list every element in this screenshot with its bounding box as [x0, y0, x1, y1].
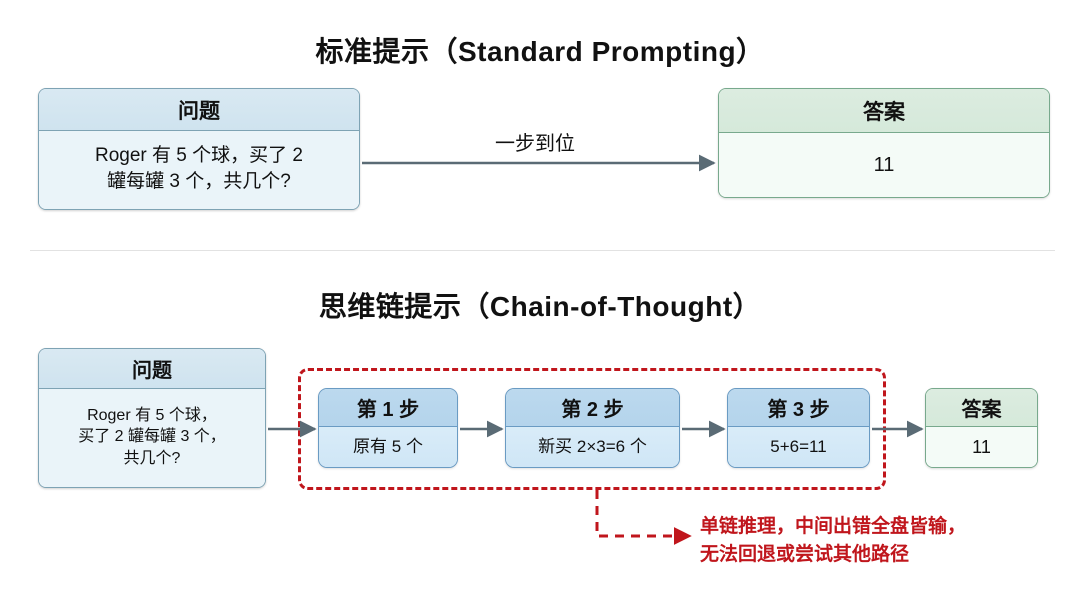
answer-card-standard-body: 11 — [719, 133, 1049, 197]
step-card-1-header: 第 1 步 — [319, 389, 457, 427]
callout-leader-cot-warning — [595, 490, 692, 545]
step-card-1-body: 原有 5 个 — [319, 427, 457, 467]
question-card-cot: 问题 Roger 有 5 个球， 买了 2 罐每罐 3 个， 共几个? — [38, 348, 266, 488]
step-card-2-body: 新买 2×3=6 个 — [506, 427, 679, 467]
step-card-3-body: 5+6=11 — [728, 427, 869, 467]
question-card-standard: 问题 Roger 有 5 个球，买了 2 罐每罐 3 个，共几个? — [38, 88, 360, 210]
step-card-2: 第 2 步 新买 2×3=6 个 — [505, 388, 680, 468]
question-card-standard-header: 问题 — [39, 89, 359, 131]
section-divider — [30, 250, 1055, 251]
step-card-3: 第 3 步 5+6=11 — [727, 388, 870, 468]
section-title-standard: 标准提示（Standard Prompting） — [315, 36, 765, 67]
question-card-cot-body: Roger 有 5 个球， 买了 2 罐每罐 3 个， 共几个? — [39, 389, 265, 487]
question-card-cot-header: 问题 — [39, 349, 265, 389]
answer-card-cot-body: 11 — [926, 427, 1037, 467]
step-card-3-header: 第 3 步 — [728, 389, 869, 427]
question-card-standard-body: Roger 有 5 个球，买了 2 罐每罐 3 个，共几个? — [39, 131, 359, 209]
step-card-2-header: 第 2 步 — [506, 389, 679, 427]
answer-card-standard: 答案 11 — [718, 88, 1050, 198]
step-card-1: 第 1 步 原有 5 个 — [318, 388, 458, 468]
cot-warning-annotation: 单链推理，中间出错全盘皆输， 无法回退或尝试其他路径 — [700, 516, 967, 565]
section-title-chain-of-thought: 思维链提示（Chain-of-Thought） — [318, 291, 762, 322]
answer-card-cot-header: 答案 — [926, 389, 1037, 427]
answer-card-cot: 答案 11 — [925, 388, 1038, 468]
answer-card-standard-header: 答案 — [719, 89, 1049, 133]
arrow-label-one-step: 一步到位 — [495, 133, 575, 155]
